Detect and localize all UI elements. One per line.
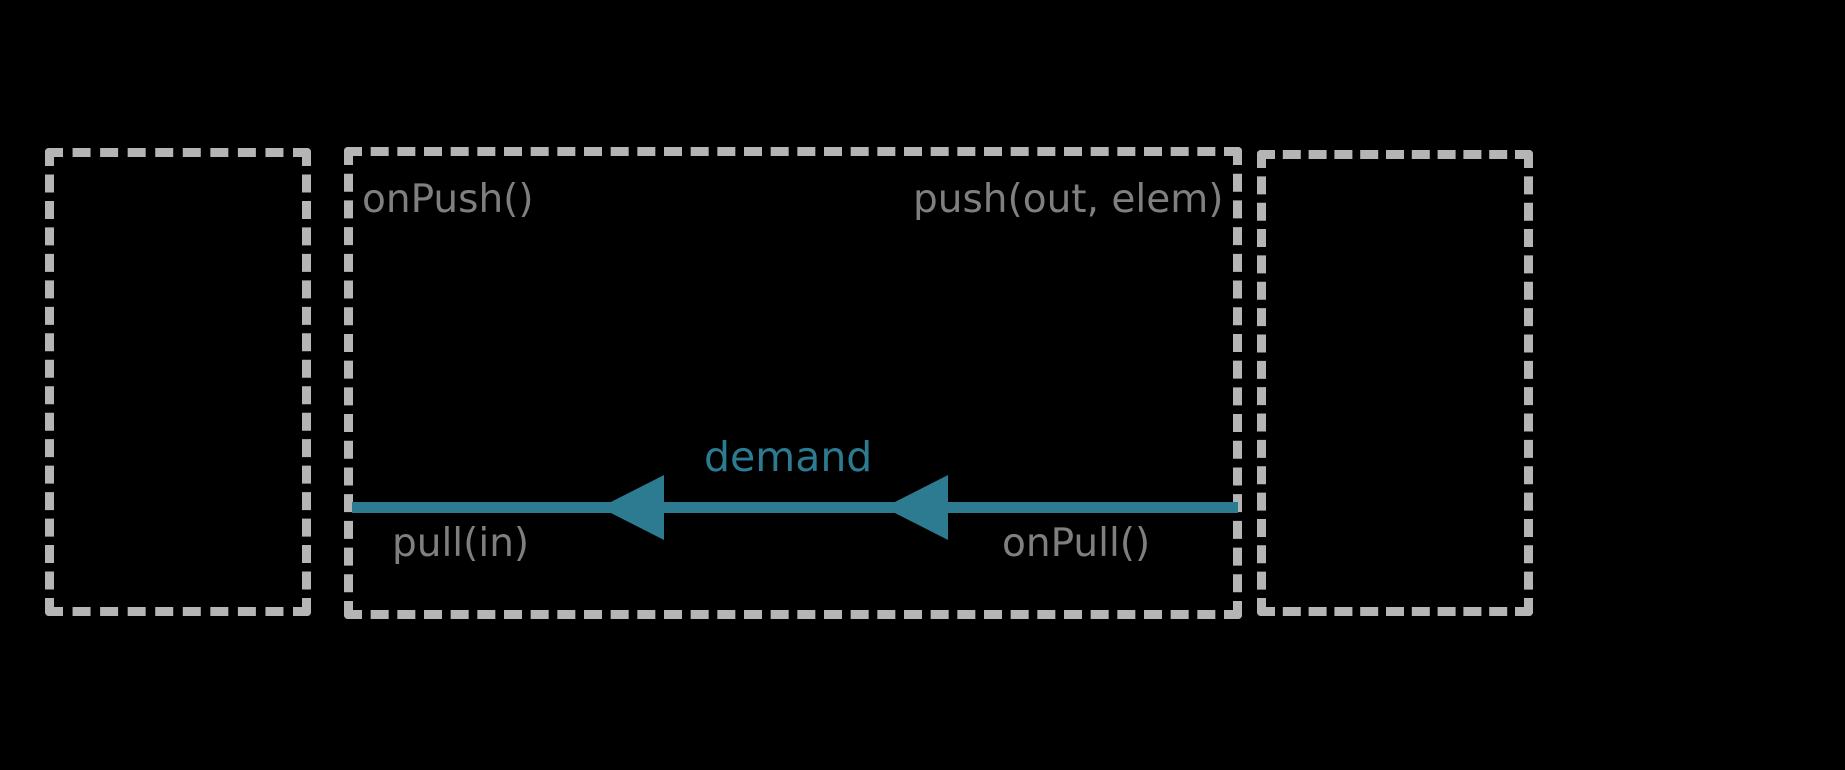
label-push-out-elem: push(out, elem) <box>913 177 1224 222</box>
downstream-boundary-box <box>1257 150 1533 616</box>
label-demand: demand <box>704 433 873 481</box>
label-pull-in: pull(in) <box>392 521 530 566</box>
upstream-boundary-box <box>45 148 311 616</box>
demand-arrow-icon <box>352 475 1238 540</box>
label-on-push: onPush() <box>362 177 534 222</box>
stage-boundary-box <box>344 147 1242 619</box>
label-on-pull: onPull() <box>1002 521 1151 566</box>
